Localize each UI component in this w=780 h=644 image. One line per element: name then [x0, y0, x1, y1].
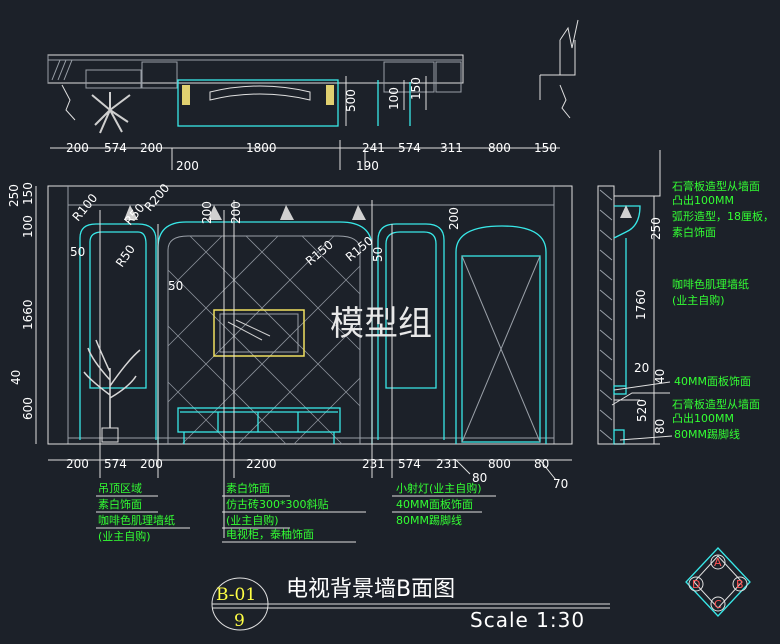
elev-dim-0: 200: [66, 457, 89, 471]
spotlight-icons: [124, 205, 366, 220]
elev-dim-extra-1: 70: [553, 477, 568, 491]
elev-left-5: 600: [21, 397, 35, 420]
notes-left: 吊顶区域 素白饰面 咖啡色肌理墙纸 (业主自购): [96, 482, 190, 543]
sec-dim-2: 20: [634, 361, 649, 375]
elev-left-1: 150: [21, 182, 35, 205]
notes-mid: 素白饰面 仿古砖300*300斜贴 (业主自购) 电视柜，泰柚饰面: [222, 481, 366, 543]
plan-dims-top: 200 574 200 1800 241 574 311 800 150 200…: [66, 77, 557, 173]
plant-icon: [83, 339, 141, 443]
small-3: 50: [70, 245, 85, 259]
small-5: 50: [371, 247, 385, 262]
elev-dim-1: 574: [104, 457, 127, 471]
section-notes: 石膏板造型从墙面 凸出100MM 弧形造型，18厘板， 素白饰面 咖啡色肌理墙纸…: [672, 179, 774, 441]
notes-right: 小射灯(业主自购) 40MM面板饰面 80MM踢脚线: [392, 481, 496, 527]
compass-c: C: [714, 598, 722, 611]
compass-a: A: [714, 556, 722, 569]
drawing-scale: Scale 1:30: [470, 608, 585, 632]
elev-dim-3: 2200: [246, 457, 277, 471]
note-mid-0: 素白饰面: [226, 481, 270, 495]
note-left-0: 吊顶区域: [98, 482, 142, 495]
small-0: 200: [200, 201, 214, 224]
elev-dim-6: 231: [436, 457, 459, 471]
plan-dim-0: 200: [66, 141, 89, 155]
compass-icon: A B C D: [685, 547, 751, 617]
note-left-3: (业主自购): [98, 529, 151, 543]
tv-icon: [213, 309, 305, 357]
elev-dim-2: 200: [140, 457, 163, 471]
watermark-text: 模型组: [330, 304, 432, 344]
note-mid-3: 电视柜，泰柚饰面: [226, 527, 314, 541]
section-dims: 250 1760 20 40 520 80: [634, 217, 667, 434]
compass-d: D: [692, 578, 700, 591]
elev-dim-4: 231: [362, 457, 385, 471]
plan-dim-v2: 150: [409, 77, 423, 100]
sec-note-5: (业主自购): [672, 293, 725, 307]
note-right-1: 40MM面板饰面: [396, 497, 473, 511]
main-elevation: [35, 185, 573, 538]
elev-dim-extra-0: 80: [472, 471, 487, 485]
sec-note-2: 弧形造型，18厘板，: [672, 209, 774, 223]
plan-dim-4: 241: [362, 141, 385, 155]
plan-dim-b1: 190: [356, 159, 379, 173]
sec-note-0: 石膏板造型从墙面: [672, 179, 760, 193]
plan-dim-1: 574: [104, 141, 127, 155]
sec-dim-1: 1760: [634, 289, 648, 320]
sec-note-3: 素白饰面: [672, 225, 716, 239]
plan-dim-b0: 200: [176, 159, 199, 173]
tv-cabinet-icon: [177, 407, 341, 444]
note-right-0: 小射灯(业主自购): [396, 481, 482, 495]
sec-note-1: 凸出100MM: [672, 193, 734, 207]
note-left-1: 素白饰面: [98, 497, 142, 511]
plan-dim-5: 574: [398, 141, 421, 155]
sheet-number: 9: [234, 611, 245, 631]
elev-dims-left: 250 150 100 1660 40 600: [7, 182, 35, 420]
elev-dim-5: 574: [398, 457, 421, 471]
plant-plan-icon: [91, 92, 131, 134]
elev-dim-8: 80: [534, 457, 549, 471]
plan-dim-3: 1800: [246, 141, 277, 155]
side-section: [597, 150, 673, 445]
elev-left-2: 100: [21, 215, 35, 238]
drawing-code: B-01: [216, 585, 256, 605]
radius-1: R50: [113, 242, 138, 269]
elev-left-3: 1660: [21, 299, 35, 330]
small-4: 50: [168, 279, 183, 293]
sec-note-6: 40MM面板饰面: [674, 374, 751, 388]
sec-dim-3: 40: [653, 369, 667, 384]
title-block: B-01 9 电视背景墙B面图 Scale 1:30: [211, 577, 610, 632]
elev-radii: R100 R50 R200 R50 R150 R150 200 200 200 …: [70, 181, 461, 293]
note-left-2: 咖啡色肌理墙纸: [98, 513, 175, 527]
small-1: 200: [229, 201, 243, 224]
elev-dim-7: 800: [488, 457, 511, 471]
drawing-title: 电视背景墙B面图: [286, 577, 455, 602]
elev-dims-bottom: 200 574 200 2200 231 574 231 800 80 80 7…: [66, 457, 568, 491]
note-mid-1: 仿古砖300*300斜贴: [226, 497, 329, 511]
elev-left-0: 250: [7, 184, 21, 207]
leader-lines: [99, 200, 393, 538]
plan-dim-v0: 500: [344, 89, 358, 112]
sec-note-9: 80MM踢脚线: [674, 427, 740, 441]
elev-left-4: 40: [9, 370, 23, 385]
plan-dim-v1: 100: [387, 87, 401, 110]
plan-dim-8: 150: [534, 141, 557, 155]
sec-note-7: 石膏板造型从墙面: [672, 397, 760, 411]
sec-dim-0: 250: [649, 217, 663, 240]
plan-dim-7: 800: [488, 141, 511, 155]
sec-note-4: 咖啡色肌理墙纸: [672, 277, 749, 291]
small-2: 200: [447, 207, 461, 230]
note-mid-2: (业主自购): [226, 513, 279, 527]
plan-view: [47, 19, 579, 170]
radius-0: R100: [70, 191, 101, 224]
plan-dim-2: 200: [140, 141, 163, 155]
plan-dim-6: 311: [440, 141, 463, 155]
sec-dim-5: 80: [653, 419, 667, 434]
note-right-2: 80MM踢脚线: [396, 513, 462, 527]
compass-b: B: [736, 578, 744, 591]
diagonal-tile-pattern: [167, 235, 361, 445]
sec-note-8: 凸出100MM: [672, 411, 734, 425]
sec-dim-4: 520: [635, 399, 649, 422]
